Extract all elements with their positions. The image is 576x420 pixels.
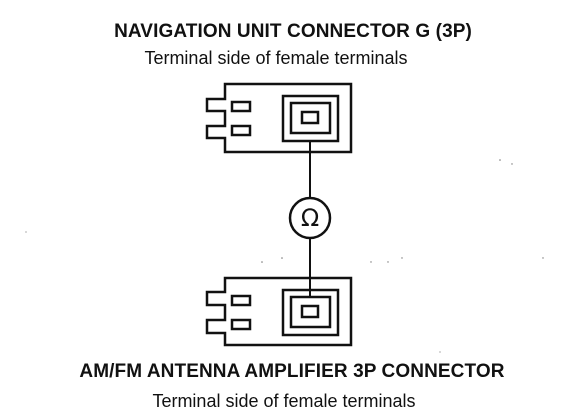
terminal-cavity-inner xyxy=(289,295,332,329)
terminal-slot xyxy=(230,124,252,137)
ohmmeter-icon: Ω xyxy=(288,196,332,240)
terminal-contact xyxy=(300,110,320,125)
ohm-symbol: Ω xyxy=(301,204,319,232)
top-connector-title: NAVIGATION UNIT CONNECTOR G (3P) xyxy=(114,21,472,42)
top-connector-subtitle: Terminal side of female terminals xyxy=(144,48,408,68)
antenna-amplifier-connector xyxy=(205,276,353,347)
terminal-slot xyxy=(230,318,252,331)
terminal-slot xyxy=(230,294,252,307)
terminal-cavity-outer xyxy=(281,288,340,337)
navigation-unit-connector xyxy=(205,82,353,154)
connector-housing-outline xyxy=(205,82,353,154)
connector-housing-outline xyxy=(205,276,353,347)
bottom-connector-subtitle: Terminal side of female terminals xyxy=(152,391,416,411)
terminal-slot xyxy=(230,100,252,113)
scan-noise xyxy=(25,159,544,353)
terminal-cavity-inner xyxy=(289,101,332,135)
terminal-contact xyxy=(300,304,320,319)
bottom-connector-title: AM/FM ANTENNA AMPLIFIER 3P CONNECTOR xyxy=(79,361,505,382)
